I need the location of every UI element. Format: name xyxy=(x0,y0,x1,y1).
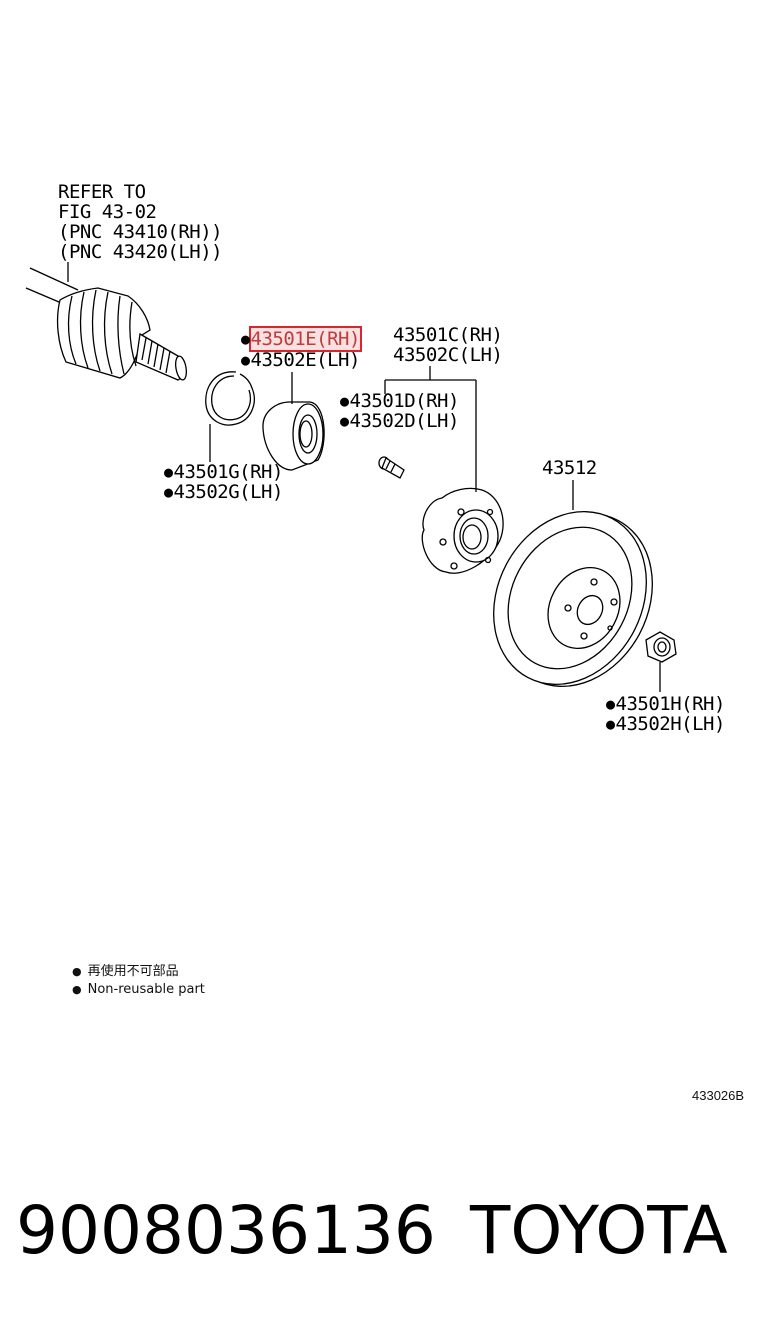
bearing xyxy=(263,372,324,470)
part-number: 9008036136 xyxy=(16,1192,436,1269)
callout-43501e[interactable]: 43501E(RH) xyxy=(241,326,362,352)
callout-43501h[interactable]: 43501H(RH) xyxy=(606,694,726,715)
axle-hub xyxy=(422,488,503,573)
highlighted-part-number[interactable]: 43501E(RH) xyxy=(248,326,362,352)
drive-shaft xyxy=(26,268,188,381)
hub-bolt xyxy=(379,457,404,478)
legend: 再使用不可部品 Non-reusable part xyxy=(72,963,205,999)
callout-43502g[interactable]: 43502G(LH) xyxy=(164,482,284,503)
callout-43501d[interactable]: 43501D(RH) xyxy=(340,391,460,412)
leader-lines xyxy=(68,262,573,510)
callout-43501c[interactable]: 43501C(RH) xyxy=(393,324,503,346)
snap-ring xyxy=(206,372,255,462)
refer-line-3: (PNC 43410(RH)) xyxy=(58,221,223,243)
refer-line-2: FIG 43-02 xyxy=(58,201,157,223)
callout-43502d[interactable]: 43502D(LH) xyxy=(340,411,460,432)
callout-43501g[interactable]: 43501G(RH) xyxy=(164,462,284,483)
legend-jp: 再使用不可部品 xyxy=(72,963,205,981)
legend-en: Non-reusable part xyxy=(72,981,205,999)
figure-code: 433026B xyxy=(692,1088,745,1103)
lock-nut xyxy=(646,632,676,692)
callout-43502e[interactable]: 43502E(LH) xyxy=(241,350,361,371)
callout-43502c[interactable]: 43502C(LH) xyxy=(393,344,503,366)
refer-line-1: REFER TO xyxy=(58,181,146,203)
brand-name: TOYOTA xyxy=(470,1192,728,1269)
refer-line-4: (PNC 43420(LH)) xyxy=(58,241,223,263)
brake-disc xyxy=(464,485,682,714)
callout-43512[interactable]: 43512 xyxy=(542,457,597,479)
callout-43502h[interactable]: 43502H(LH) xyxy=(606,714,726,735)
